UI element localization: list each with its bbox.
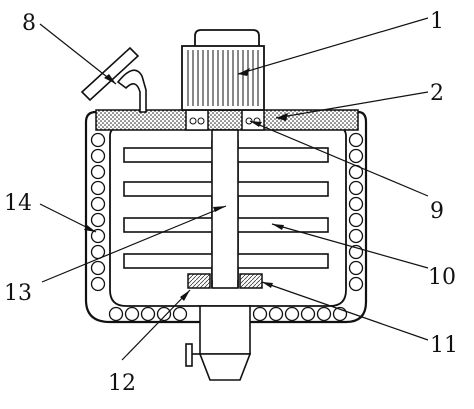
coil-tube — [348, 196, 364, 212]
label-bearing: 9 — [430, 199, 444, 224]
coil-tube — [90, 212, 106, 228]
coil-tube — [108, 306, 124, 322]
coil-tube — [90, 276, 106, 292]
coil-tube — [124, 306, 140, 322]
label-mixing-paddle: 10 — [428, 265, 456, 290]
coil-tube — [156, 306, 172, 322]
coil-tube — [348, 260, 364, 276]
coil-tube — [140, 306, 156, 322]
label-discharge-valve: 12 — [108, 371, 136, 396]
motor — [181, 29, 265, 111]
coil-tube — [90, 164, 106, 180]
coil-tube — [348, 228, 364, 244]
coil-tube — [284, 306, 300, 322]
coil-tube — [90, 148, 106, 164]
label-motor: 1 — [430, 9, 444, 34]
coil-tube — [348, 276, 364, 292]
coil-tube — [316, 306, 332, 322]
label-shaft: 13 — [4, 281, 32, 306]
coil-tube — [348, 212, 364, 228]
coil-tube — [90, 196, 106, 212]
coil-tube — [90, 260, 106, 276]
coil-tube — [90, 228, 106, 244]
coil-tube — [172, 306, 188, 322]
bottom-seal — [187, 273, 263, 289]
coil-tube — [348, 180, 364, 196]
coil-tube — [268, 306, 284, 322]
coil-tube — [90, 180, 106, 196]
coil-tube — [300, 306, 316, 322]
label-lid: 2 — [430, 81, 444, 106]
coil-tube — [252, 306, 268, 322]
coil-tube — [348, 148, 364, 164]
label-bottom-seal: 11 — [430, 333, 458, 358]
discharge-valve — [185, 305, 252, 381]
leader-arrowheads — [84, 68, 288, 301]
label-feed-hopper: 8 — [22, 11, 36, 36]
coil-tube — [348, 132, 364, 148]
feed-hopper — [80, 46, 147, 113]
lid — [95, 109, 359, 131]
label-heating-jacket: 14 — [4, 191, 32, 216]
coil-tube — [90, 132, 106, 148]
